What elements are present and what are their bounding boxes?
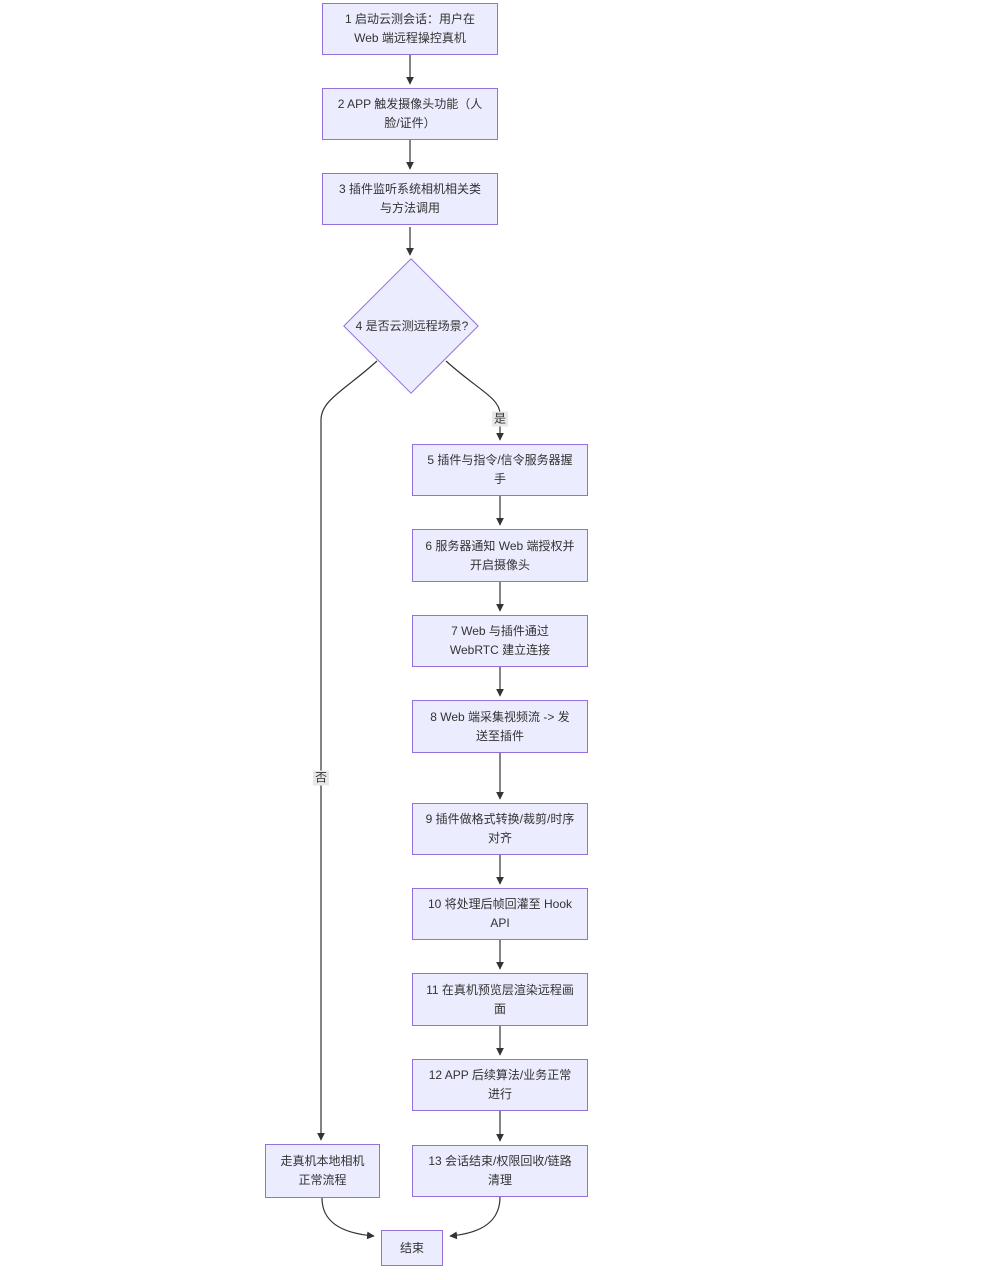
node-local-camera-flow: 走真机本地相机正常流程 (265, 1144, 380, 1198)
node-4-decision-label: 4 是否云测远程场景? (355, 319, 469, 333)
node-12-app-continue: 12 APP 后续算法/业务正常进行 (412, 1059, 588, 1111)
edge-label-yes: 是 (491, 411, 509, 427)
edge-label-no: 否 (312, 770, 330, 786)
edge-n4-local-no (317, 360, 378, 1141)
edge-n4-n5-yes (445, 360, 504, 441)
node-8-web-capture-stream: 8 Web 端采集视频流 -> 发送至插件 (412, 700, 588, 753)
node-13-session-cleanup: 13 会话结束/权限回收/链路清理 (412, 1145, 588, 1197)
node-3-plugin-hook-camera-api: 3 插件监听系统相机相关类与方法调用 (322, 173, 498, 225)
edge-n13-end (449, 1196, 501, 1240)
node-10-feed-hook-api: 10 将处理后帧回灌至 Hook API (412, 888, 588, 940)
node-6-server-notify-web: 6 服务器通知 Web 端授权并开启摄像头 (412, 529, 588, 582)
node-5-plugin-signal-handshake: 5 插件与指令/信令服务器握手 (412, 444, 588, 496)
node-7-webrtc-connect: 7 Web 与插件通过 WebRTC 建立连接 (412, 615, 588, 667)
node-2-app-trigger-camera: 2 APP 触发摄像头功能（人脸/证件） (322, 88, 498, 140)
node-end: 结束 (381, 1230, 443, 1266)
node-9-plugin-transform: 9 插件做格式转换/裁剪/时序对齐 (412, 803, 588, 855)
node-11-render-remote-preview: 11 在真机预览层渲染远程画面 (412, 973, 588, 1026)
node-1-start-cloud-session: 1 启动云测会话：用户在 Web 端远程操控真机 (322, 3, 498, 55)
edge-local-end (321, 1197, 375, 1240)
